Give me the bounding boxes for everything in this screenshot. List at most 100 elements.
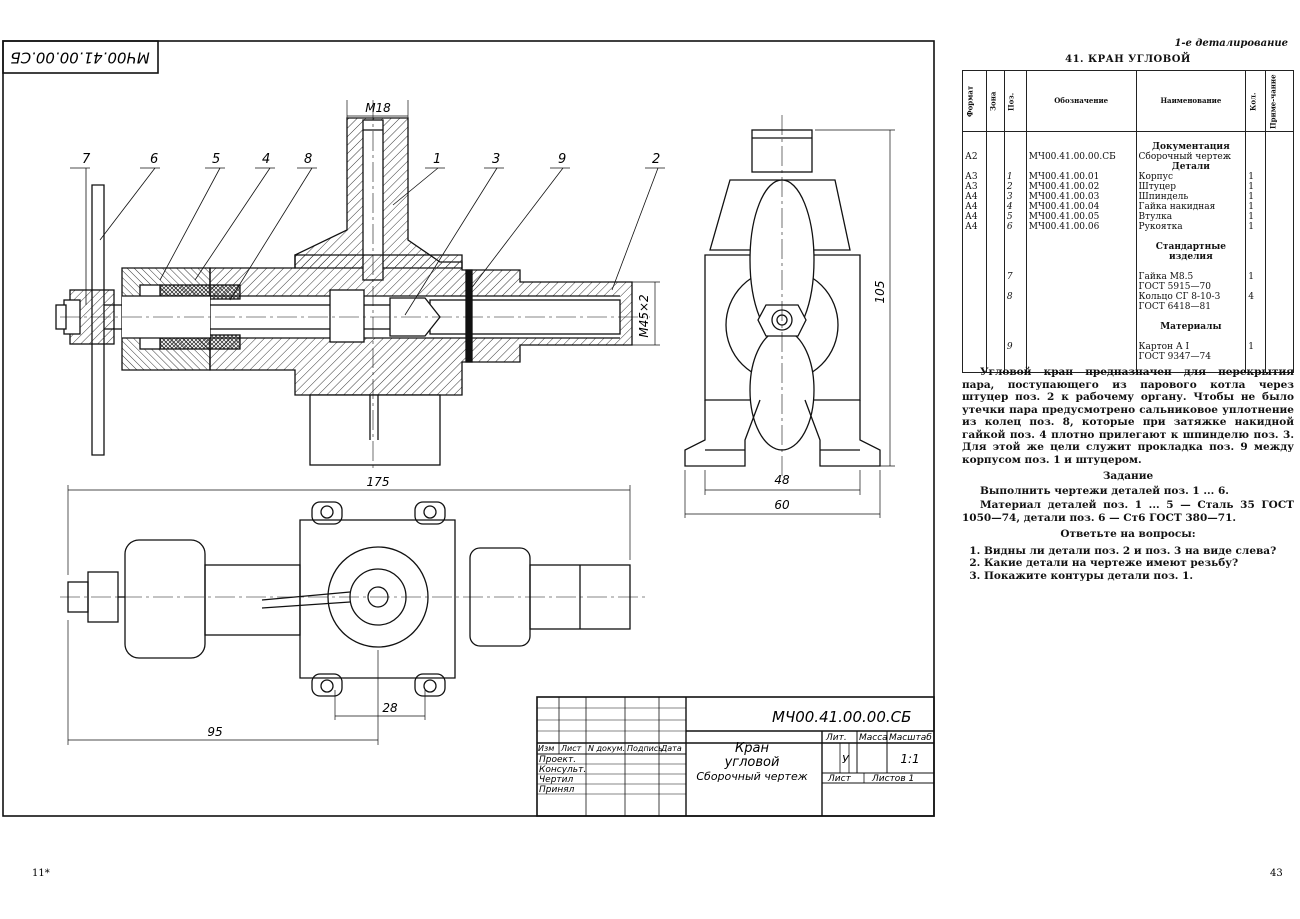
cell-qty: 1 <box>1245 342 1267 352</box>
spec-cell <box>1135 362 1247 373</box>
question-3: Покажите контуры детали поз. 1. <box>984 570 1294 583</box>
spec-cell <box>1025 242 1137 262</box>
spec-cell <box>1245 242 1267 262</box>
spec-cell <box>962 342 987 352</box>
side-view <box>684 115 895 518</box>
spec-cell <box>1265 131 1294 142</box>
spec-cell <box>985 342 1005 352</box>
spec-cell <box>1265 242 1294 262</box>
cell-name-gost: ГОСТ 5915—70 <box>1135 282 1247 292</box>
spec-cell <box>1025 232 1137 242</box>
spec-cell <box>1025 162 1137 172</box>
spec-cell <box>985 362 1005 373</box>
spec-cell <box>1003 131 1027 142</box>
questions-title: Ответьте на вопросы: <box>1060 528 1196 540</box>
title-block <box>536 696 935 817</box>
spec-cell <box>985 322 1005 332</box>
spec-cell <box>1245 142 1267 152</box>
spec-cell <box>1025 272 1137 282</box>
spec-cell <box>985 292 1005 302</box>
spec-cell <box>1003 322 1027 332</box>
title-name-2: угловой <box>724 755 780 770</box>
spec-cell <box>1265 152 1294 162</box>
cell-format: А4 <box>962 202 987 212</box>
cell-name: Гайка накидная <box>1135 202 1247 212</box>
spec-cell <box>962 262 987 272</box>
spec-cell <box>962 272 987 282</box>
cell-pos: 1 <box>1003 172 1027 182</box>
cell-qty: 1 <box>1245 192 1267 202</box>
spec-row: Стандартные изделия <box>962 242 1294 262</box>
stamp-box <box>2 40 159 74</box>
spec-cell <box>1265 332 1294 342</box>
tb-mass: Масса <box>859 733 888 743</box>
cell-qty <box>1245 152 1267 162</box>
section-materials: Материалы <box>1135 322 1247 332</box>
task-line-1: Выполнить чертежи деталей поз. 1 ... 6. <box>980 484 1229 497</box>
spec-cell <box>962 312 987 322</box>
tb-col-sign: Подпись <box>627 744 663 753</box>
spec-cell <box>1245 131 1267 142</box>
spec-cell <box>985 232 1005 242</box>
col-zone: Зона <box>986 70 1005 132</box>
spec-cell <box>1265 182 1294 192</box>
spec-cell <box>985 262 1005 272</box>
spec-cell <box>1245 302 1267 312</box>
spec-cell <box>1265 342 1294 352</box>
section-docs: Документация <box>1135 142 1247 152</box>
spec-cell <box>962 332 987 342</box>
question-2: Какие детали на чертеже имеют резьбу? <box>984 557 1294 570</box>
doc-title: 41. КРАН УГЛОВОЙ <box>1065 54 1191 65</box>
spec-cell <box>985 172 1005 182</box>
spec-cell <box>1265 282 1294 292</box>
spec-cell <box>1265 142 1294 152</box>
spec-cell <box>962 302 987 312</box>
spec-cell <box>1003 262 1027 272</box>
tb-role-consult: Консульт. <box>539 765 586 775</box>
tb-col-date: Дата <box>660 744 682 753</box>
spec-row: Детали <box>962 162 1294 172</box>
spec-cell <box>1265 272 1294 282</box>
dim-105: 105 <box>873 281 887 304</box>
spec-row <box>962 262 1294 272</box>
leader-3: 3 <box>492 152 500 167</box>
spec-cell <box>985 352 1005 362</box>
cell-designation: МЧ00.41.00.01 <box>1025 172 1137 182</box>
spec-row <box>962 362 1294 373</box>
spec-cell <box>1025 342 1137 352</box>
dim-m18: M18 <box>365 101 391 115</box>
spec-cell <box>1003 162 1027 172</box>
spec-cell <box>1025 131 1137 142</box>
col-pos: Поз. <box>1004 70 1027 132</box>
spec-cell <box>1003 302 1027 312</box>
leader-2: 2 <box>652 152 660 167</box>
spec-cell <box>1245 322 1267 332</box>
cell-pos: 3 <box>1003 192 1027 202</box>
dim-60: 60 <box>774 498 790 512</box>
spec-cell <box>985 222 1005 232</box>
cell-designation: МЧ00.41.00.04 <box>1025 202 1137 212</box>
spec-cell <box>985 152 1005 162</box>
spec-cell <box>1135 312 1247 322</box>
spec-cell <box>985 302 1005 312</box>
cell-name: Рукоятка <box>1135 222 1247 232</box>
spec-cell <box>1003 242 1027 262</box>
cell-qty: 1 <box>1245 172 1267 182</box>
spec-cell <box>1265 162 1294 172</box>
leader-7: 7 <box>82 152 91 167</box>
cell-format: А4 <box>962 212 987 222</box>
cell-designation: МЧ00.41.00.02 <box>1025 182 1137 192</box>
spec-cell <box>962 232 987 242</box>
tb-sheets: Листов 1 <box>871 774 914 784</box>
dim-m45: M45×2 <box>637 294 651 337</box>
spec-row: Материалы <box>962 322 1294 332</box>
tb-col-izm: Изм <box>538 744 554 753</box>
cell-name-gost: ГОСТ 9347—74 <box>1135 352 1247 362</box>
cell-designation: МЧ00.41.00.06 <box>1025 222 1137 232</box>
